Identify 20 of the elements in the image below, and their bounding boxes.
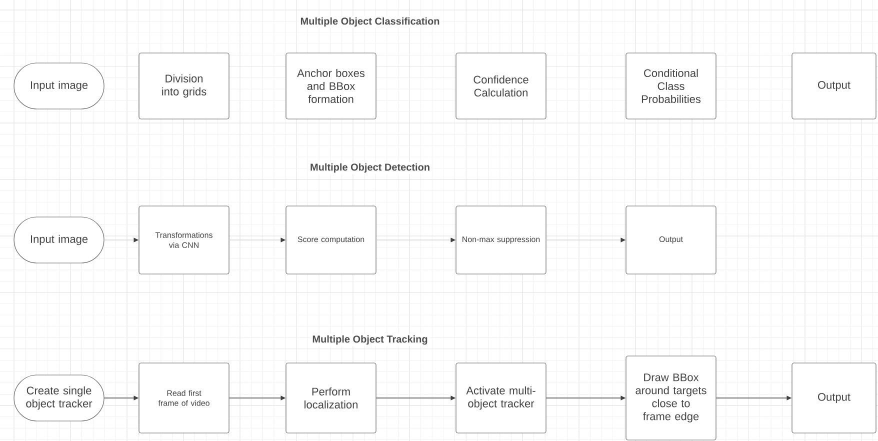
process-box: Read first frame of video xyxy=(138,362,230,434)
section-heading: Multiple Object Classification xyxy=(298,16,442,28)
section-heading: Multiple Object Detection xyxy=(308,162,432,174)
process-box: Confidence Calculation xyxy=(456,52,546,120)
process-box: Output xyxy=(792,52,876,120)
process-box: Perform localization xyxy=(286,362,376,434)
process-box: Conditional Class Probabilities xyxy=(626,52,716,120)
terminal-pill: Input image xyxy=(14,216,104,264)
terminal-pill: Create single object tracker xyxy=(14,374,104,422)
process-box: Output xyxy=(626,206,716,274)
section-heading: Multiple Object Tracking xyxy=(310,334,430,346)
process-box: Non-max suppression xyxy=(456,206,546,274)
process-box: Output xyxy=(792,362,876,434)
process-box: Draw BBox around targets close to frame edge xyxy=(626,356,716,440)
terminal-pill: Input image xyxy=(14,62,104,110)
process-box: Score computation xyxy=(286,206,376,274)
process-box: Activate multi-object tracker xyxy=(456,362,546,434)
process-box: Division into grids xyxy=(138,52,230,120)
process-box: Transformations via CNN xyxy=(138,206,230,274)
process-box: Anchor boxes and BBox formation xyxy=(286,52,376,120)
